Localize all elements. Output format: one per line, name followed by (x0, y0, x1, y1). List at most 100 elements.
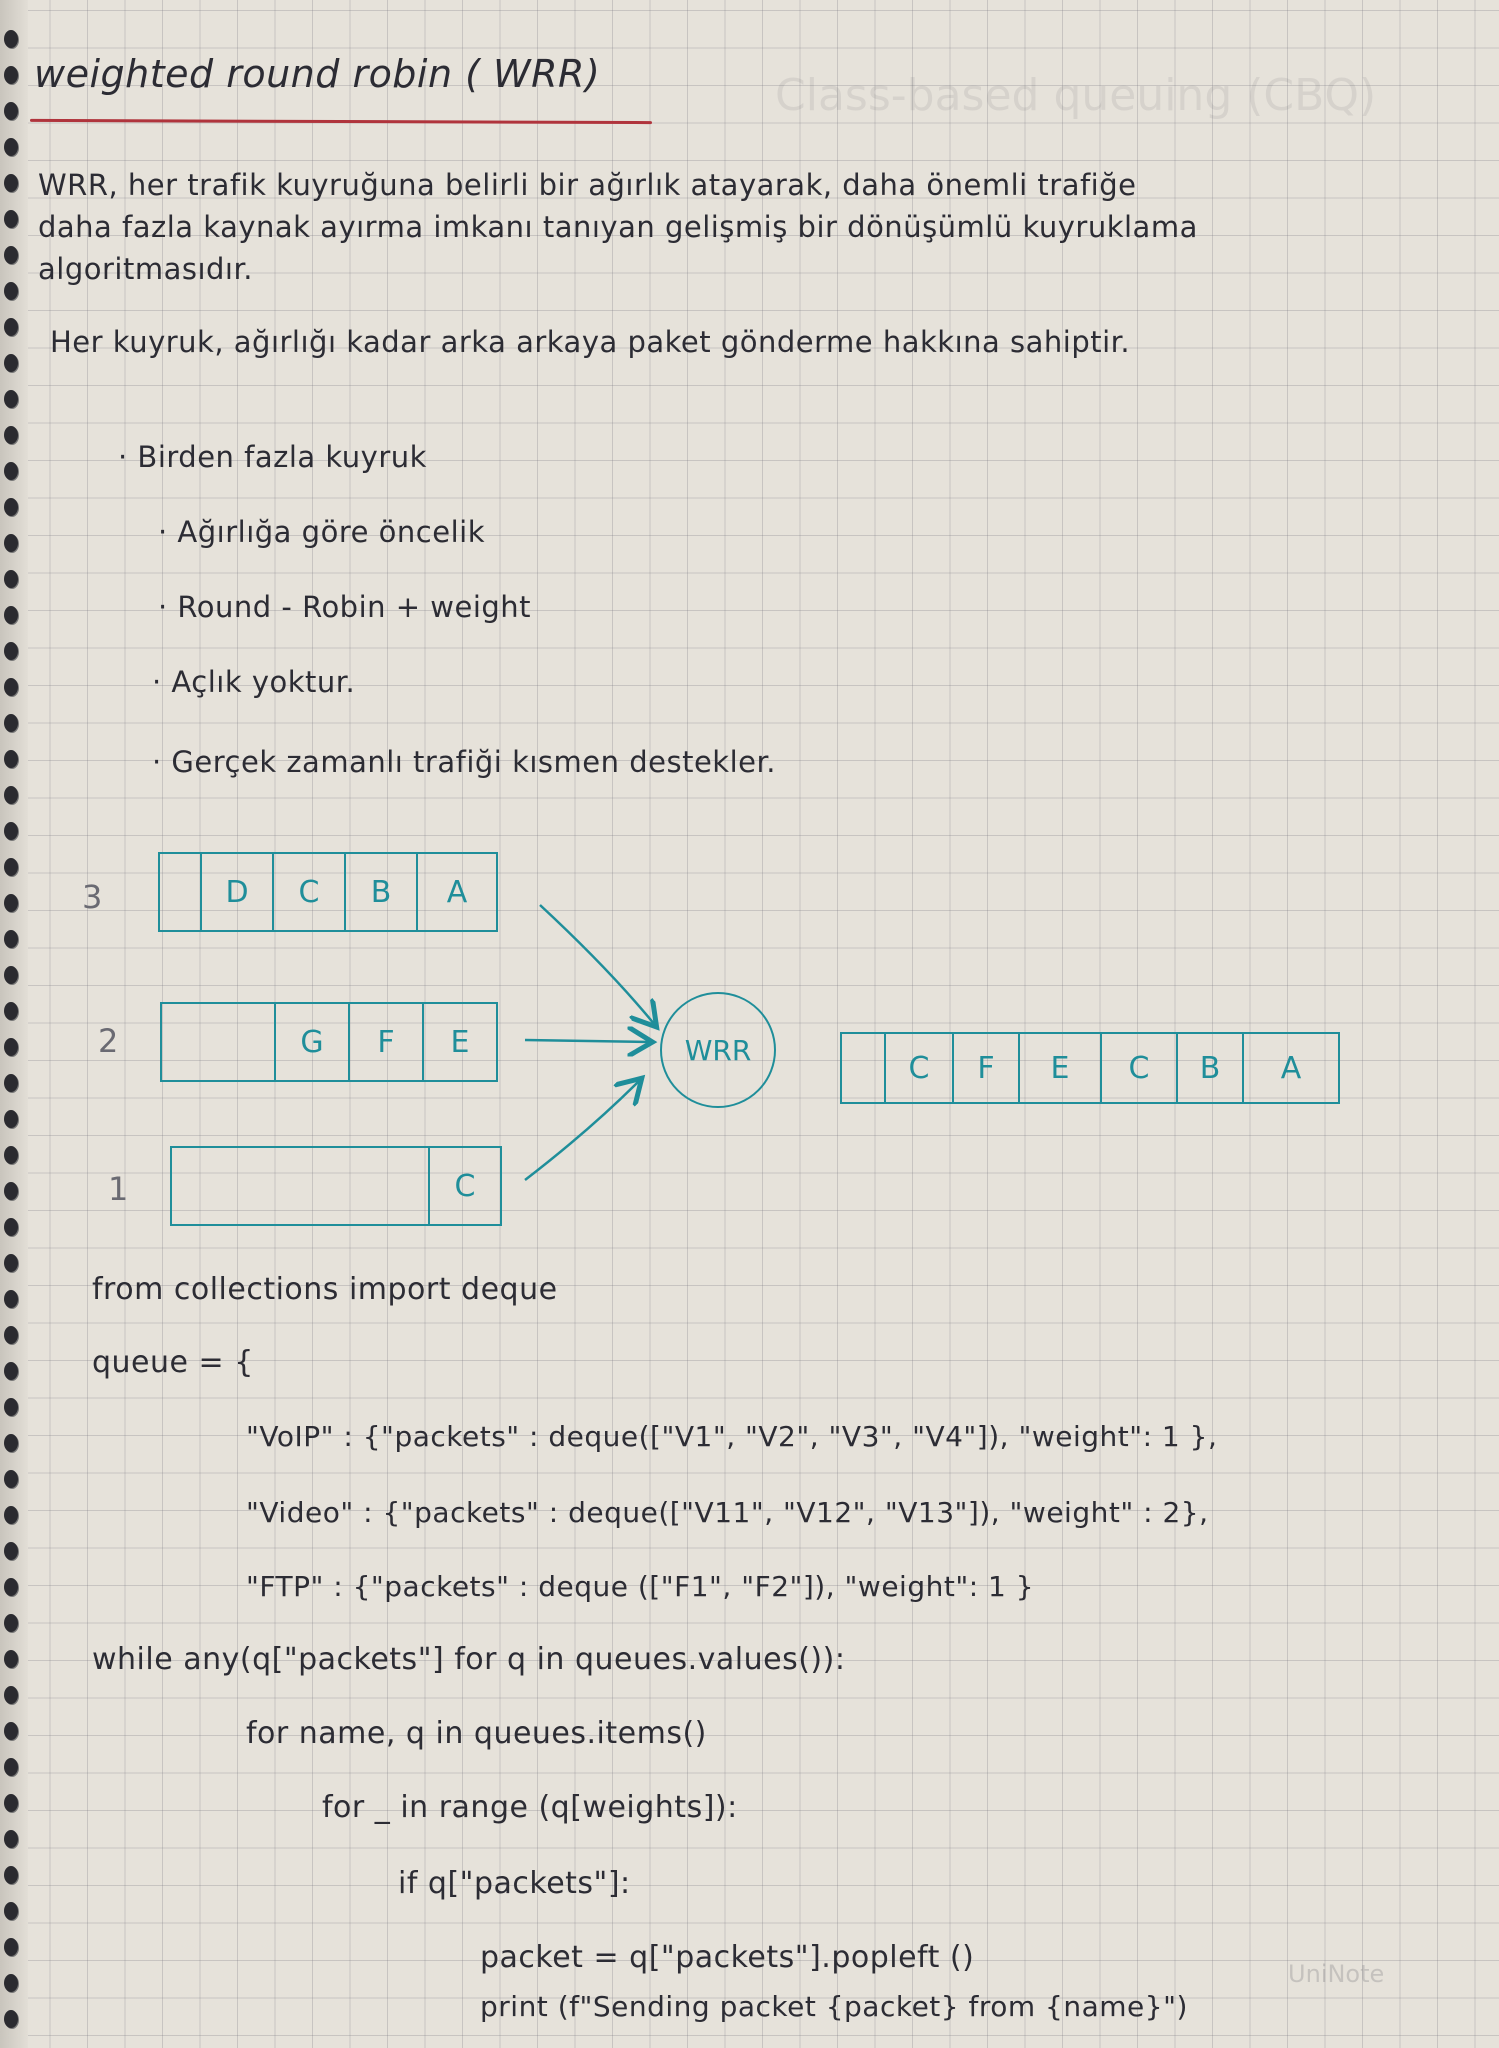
queue-1-cell (172, 1148, 428, 1224)
queue-3-cell: D (200, 854, 272, 930)
binding-ring (4, 1146, 18, 1164)
binding-ring (4, 2010, 18, 2028)
binding-ring (4, 318, 18, 336)
output-cell: C (1100, 1034, 1176, 1102)
code-line-9: if q["packets"]: (398, 1866, 631, 1901)
binding-ring (4, 822, 18, 840)
rule-sentence: Her kuyruk, ağırlığı kadar arka arkaya p… (50, 325, 1131, 359)
queue-3-label: 3 (82, 878, 103, 916)
binding-ring (4, 1506, 18, 1524)
arrow-queue-2 (524, 1040, 650, 1042)
binding-ring (4, 1830, 18, 1848)
binding-ring (4, 390, 18, 408)
binding-ring (4, 210, 18, 228)
binding-ring (4, 1398, 18, 1416)
binding-ring (4, 1326, 18, 1344)
binding-ring (4, 246, 18, 264)
binding-ring (4, 1866, 18, 1884)
bullet-5: · Gerçek zamanlı trafiği kısmen destekle… (152, 745, 776, 779)
binding-ring (4, 462, 18, 480)
binding-ring (4, 1938, 18, 1956)
binding-ring (4, 1686, 18, 1704)
code-line-7: for name, q in queues.items() (246, 1716, 707, 1751)
binding-ring (4, 1722, 18, 1740)
queue-3-box: D C B A (158, 852, 498, 932)
binding-ring (4, 1650, 18, 1668)
queue-3-cell: C (272, 854, 344, 930)
binding-ring (4, 786, 18, 804)
binding-ring (4, 426, 18, 444)
paragraph-line-1: WRR, her trafik kuyruğuna belirli bir ağ… (38, 168, 1137, 202)
bullet-3: · Round - Robin + weight (158, 590, 532, 624)
binding-ring (4, 1002, 18, 1020)
binding-ring (4, 1218, 18, 1236)
output-cell: C (884, 1034, 952, 1102)
queue-2-label: 2 (98, 1022, 119, 1060)
bullet-4: · Açlık yoktur. (152, 665, 356, 699)
binding-ring (4, 102, 18, 120)
queue-1-cell: C (428, 1148, 500, 1224)
queue-1-label: 1 (108, 1170, 129, 1208)
binding-ring (4, 1434, 18, 1452)
code-line-8: for _ in range (q[weights]): (322, 1790, 738, 1825)
binding-ring (4, 1902, 18, 1920)
code-line-6: while any(q["packets"] for q in queues.v… (92, 1642, 846, 1677)
binding-ring (4, 1794, 18, 1812)
binding-ring (4, 1362, 18, 1380)
output-cell: B (1176, 1034, 1242, 1102)
queue-2-cell: E (422, 1004, 496, 1080)
binding-ring (4, 678, 18, 696)
output-cell: A (1242, 1034, 1338, 1102)
binding-ring (4, 1290, 18, 1308)
binding-ring (4, 570, 18, 588)
queue-2-box: G F E (160, 1002, 498, 1082)
output-cell (842, 1034, 884, 1102)
code-line-5: "FTP" : {"packets" : deque (["F1", "F2"]… (246, 1570, 1035, 1603)
output-cell: E (1018, 1034, 1100, 1102)
page-title: weighted round robin ( WRR) (34, 52, 601, 96)
binding-ring (4, 534, 18, 552)
binding-ring (4, 750, 18, 768)
title-underline (29, 118, 653, 125)
binding-ring (4, 966, 18, 984)
paragraph-line-3: algoritmasıdır. (38, 252, 253, 286)
spiral-binding (0, 0, 28, 2048)
arrow-queue-1 (524, 1080, 640, 1181)
binding-ring (4, 174, 18, 192)
binding-ring (4, 1074, 18, 1092)
output-cell: F (952, 1034, 1018, 1102)
binding-ring (4, 498, 18, 516)
binding-ring (4, 858, 18, 876)
arrow-queue-3 (539, 904, 655, 1025)
binding-ring (4, 1470, 18, 1488)
binding-ring (4, 1110, 18, 1128)
binding-ring (4, 606, 18, 624)
code-line-10: packet = q["packets"].popleft () (480, 1940, 975, 1975)
queue-1-box: C (170, 1146, 502, 1226)
queue-3-cell: A (416, 854, 496, 930)
paragraph-line-2: daha fazla kaynak ayırma imkanı tanıyan … (38, 210, 1198, 244)
binding-ring (4, 30, 18, 48)
binding-ring (4, 642, 18, 660)
queue-2-cell: F (348, 1004, 422, 1080)
output-queue-box: C F E C B A (840, 1032, 1340, 1104)
bullet-2: · Ağırlığa göre öncelik (158, 515, 485, 549)
binding-ring (4, 1182, 18, 1200)
binding-ring (4, 930, 18, 948)
binding-ring (4, 1758, 18, 1776)
binding-ring (4, 1038, 18, 1056)
binding-ring (4, 354, 18, 372)
code-line-3: "VoIP" : {"packets" : deque(["V1", "V2",… (246, 1420, 1218, 1453)
queue-2-cell: G (274, 1004, 348, 1080)
binding-ring (4, 1614, 18, 1632)
code-line-4: "Video" : {"packets" : deque(["V11", "V1… (246, 1496, 1209, 1529)
binding-ring (4, 894, 18, 912)
queue-3-cell: B (344, 854, 416, 930)
wrr-scheduler-node: WRR (660, 992, 776, 1108)
binding-ring (4, 1254, 18, 1272)
app-watermark: UniNote (1288, 1960, 1385, 1988)
binding-ring (4, 714, 18, 732)
binding-ring (4, 1578, 18, 1596)
code-line-1: from collections import deque (92, 1272, 558, 1307)
